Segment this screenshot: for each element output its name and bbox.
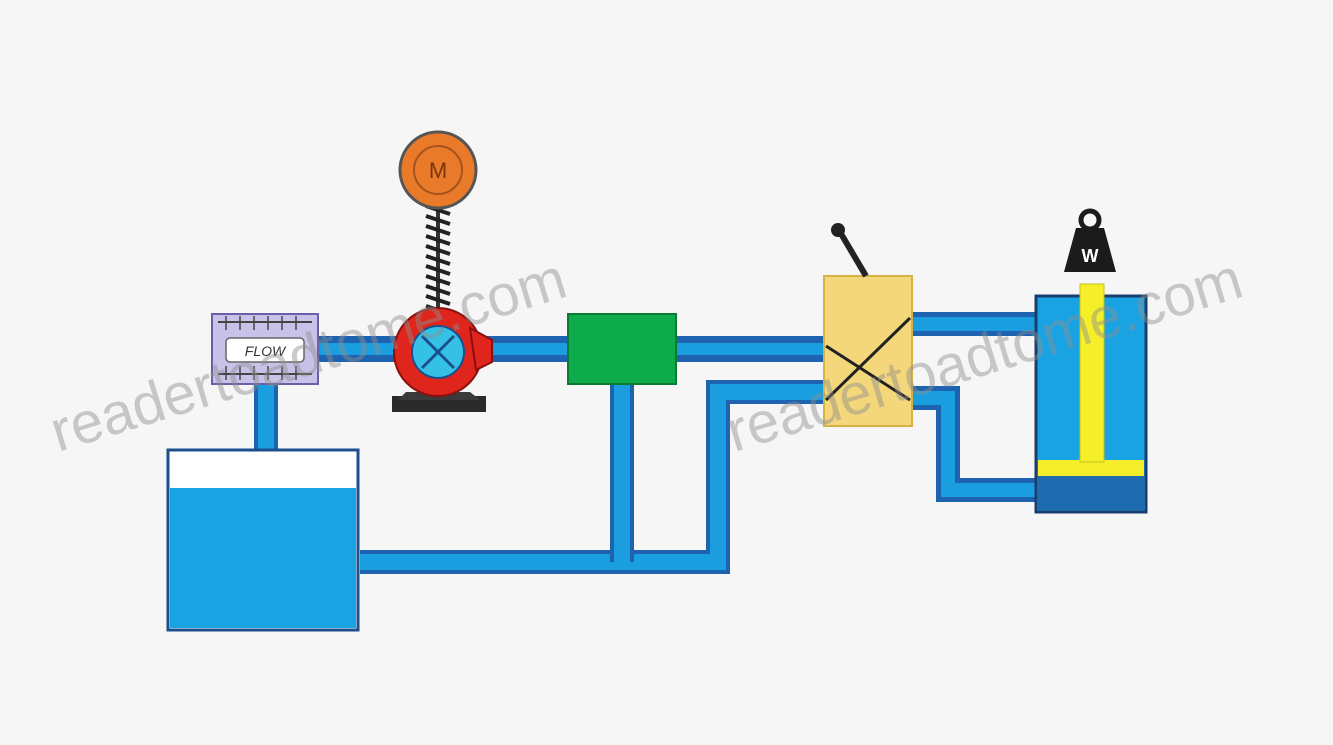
motor-housing <box>398 130 478 210</box>
hydraulic-pump <box>392 307 493 412</box>
filter <box>567 313 677 385</box>
load-weight: W <box>1064 208 1116 272</box>
cylinder-rod-chamber <box>1038 476 1144 510</box>
return-line <box>360 380 828 574</box>
weight-icon <box>1064 228 1116 272</box>
flow-meter-label: FLOW <box>245 343 287 359</box>
cylinder-rod-line <box>910 386 1038 502</box>
valve-lever[interactable] <box>831 223 869 278</box>
motor-label: M <box>429 158 447 183</box>
piston-rod <box>1079 283 1105 463</box>
directional-control-valve <box>823 223 913 427</box>
weight-label: W <box>1082 246 1099 266</box>
valve-body <box>823 275 913 427</box>
piston-head <box>1038 460 1144 476</box>
flow-meter: FLOW <box>211 313 319 385</box>
tank-fluid <box>170 488 356 628</box>
hydraulic-cylinder <box>1034 283 1148 514</box>
reservoir-tank <box>166 448 360 632</box>
